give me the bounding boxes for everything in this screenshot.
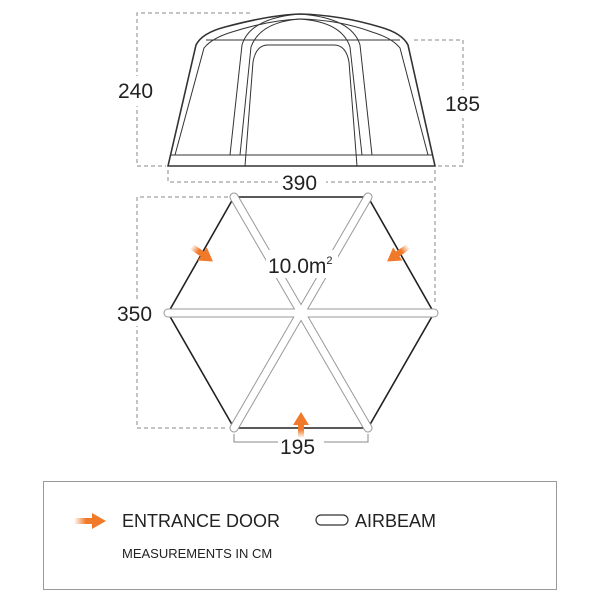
airbeam-icon xyxy=(315,514,349,526)
height-total-label: 240 xyxy=(118,80,153,103)
width-label: 390 xyxy=(282,172,317,195)
legend-airbeam-label: AIRBEAM xyxy=(355,511,437,531)
entrance-arrow-icon xyxy=(387,244,411,262)
legend-entrance-label: ENTRANCE DOOR xyxy=(122,511,281,531)
tent-front-view xyxy=(166,13,436,167)
legend-box xyxy=(43,481,557,590)
entrance-arrow-icon xyxy=(189,244,213,262)
height-side-label: 185 xyxy=(445,93,480,116)
depth-label: 350 xyxy=(117,303,152,326)
airbeams xyxy=(163,192,439,433)
entrance-arrow-icon xyxy=(74,513,106,529)
front-width-label: 195 xyxy=(280,436,315,459)
entrance-arrow-icon xyxy=(293,412,309,438)
front-dimension-lines xyxy=(136,12,464,183)
measurement-note: MEASUREMENTS IN CM xyxy=(122,546,273,561)
area-label: 10.0m2 xyxy=(268,255,333,278)
